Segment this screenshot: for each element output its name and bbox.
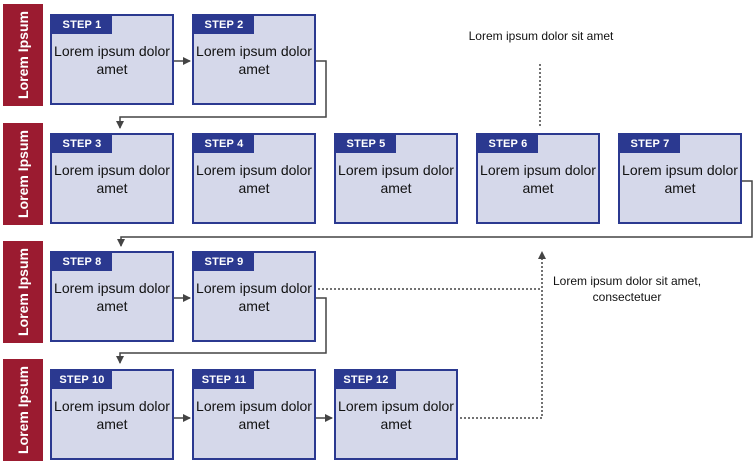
dotted-arrow-step12 [460,251,546,419]
step-text: Lorem ipsum dolor amet [196,43,312,77]
step-text: Lorem ipsum dolor amet [480,162,596,196]
step-tab: STEP 3 [52,135,112,153]
step-9: STEP 9 Lorem ipsum dolor amet [192,251,316,342]
step-4: STEP 4 Lorem ipsum dolor amet [192,133,316,224]
step-6: STEP 6 Lorem ipsum dolor amet [476,133,600,224]
step-text: Lorem ipsum dolor amet [54,280,170,314]
step-text: Lorem ipsum dolor amet [54,398,170,432]
step-tab: STEP 1 [52,16,112,34]
step-tab: STEP 7 [620,135,680,153]
step-11: STEP 11 Lorem ipsum dolor amet [192,369,316,460]
step-text: Lorem ipsum dolor amet [338,162,454,196]
step-tab: STEP 11 [194,371,254,389]
step-5: STEP 5 Lorem ipsum dolor amet [334,133,458,224]
lane-label-3: Lorem Ipsum [3,241,43,343]
step-text: Lorem ipsum dolor amet [54,162,170,196]
step-text: Lorem ipsum dolor amet [196,162,312,196]
step-tab: STEP 10 [52,371,112,389]
step-tab: STEP 6 [478,135,538,153]
lane-label-1: Lorem Ipsum [3,4,43,106]
step-tab: STEP 4 [194,135,254,153]
step-text: Lorem ipsum dolor amet [196,398,312,432]
step-tab: STEP 8 [52,253,112,271]
step-text: Lorem ipsum dolor amet [54,43,170,77]
arrow-step2-step3 [116,60,327,129]
step-text: Lorem ipsum dolor amet [196,280,312,314]
step-2: STEP 2 Lorem ipsum dolor amet [192,14,316,105]
note-top: Lorem ipsum dolor sit amet [468,29,614,43]
step-10: STEP 10 Lorem ipsum dolor amet [50,369,174,460]
step-12: STEP 12 Lorem ipsum dolor amet [334,369,458,460]
step-tab: STEP 12 [336,371,396,389]
lane-label-2: Lorem Ipsum [3,123,43,225]
step-3: STEP 3 Lorem ipsum dolor amet [50,133,174,224]
note-right-line1: Lorem ipsum dolor sit amet, [552,274,702,288]
note-right: Lorem ipsum dolor sit amet, consectetuer [527,273,727,305]
step-tab: STEP 9 [194,253,254,271]
arrow-step7-step8 [117,180,753,247]
note-right-line2: consectetuer [592,290,662,304]
step-8: STEP 8 Lorem ipsum dolor amet [50,251,174,342]
lane-label-4: Lorem Ipsum [3,359,43,461]
step-text: Lorem ipsum dolor amet [622,162,738,196]
step-tab: STEP 5 [336,135,396,153]
step-1: STEP 1 Lorem ipsum dolor amet [50,14,174,105]
step-7: STEP 7 Lorem ipsum dolor amet [618,133,742,224]
step-tab: STEP 2 [194,16,254,34]
step-text: Lorem ipsum dolor amet [338,398,454,432]
arrow-step9-step10 [116,297,327,364]
